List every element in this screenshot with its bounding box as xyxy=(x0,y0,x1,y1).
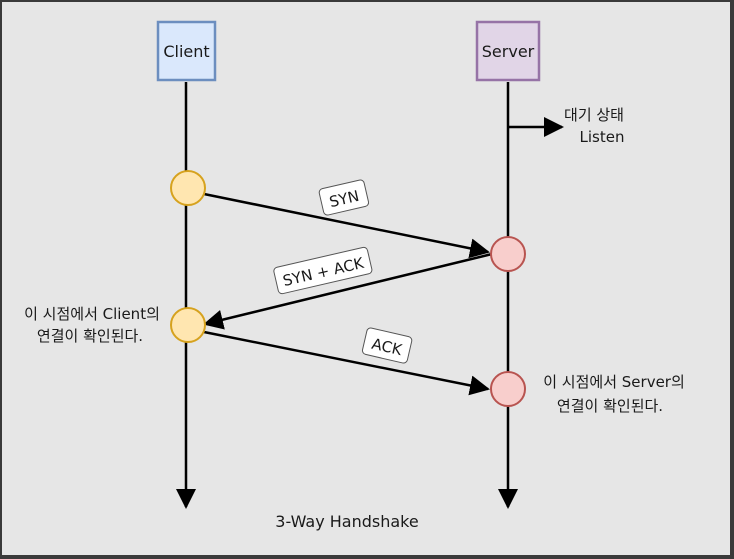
client-note-line2: 연결이 확인된다. xyxy=(37,327,143,345)
listen-note-line2: Listen xyxy=(580,128,625,146)
syn-arrow xyxy=(203,192,490,259)
server-note-line1: 이 시점에서 Server의 xyxy=(543,373,685,391)
syn-label: SYN xyxy=(318,179,370,216)
client-box: Client xyxy=(156,20,217,82)
client-label: Client xyxy=(163,42,209,61)
client-note-line1: 이 시점에서 Client의 xyxy=(24,305,160,323)
listen-note-line1: 대기 상태 xyxy=(564,106,624,124)
ack-label: ACK xyxy=(361,327,413,364)
server-box: Server xyxy=(475,20,541,82)
server-point-confirm xyxy=(490,371,526,407)
diagram-caption: 3-Way Handshake xyxy=(275,512,418,531)
ack-arrow xyxy=(203,330,490,396)
synack-arrow xyxy=(203,252,493,330)
server-note-line2: 연결이 확인된다. xyxy=(557,397,663,415)
client-point-syn xyxy=(170,170,206,206)
server-point-synack xyxy=(490,236,526,272)
client-point-confirm xyxy=(170,307,206,343)
server-label: Server xyxy=(482,42,535,61)
